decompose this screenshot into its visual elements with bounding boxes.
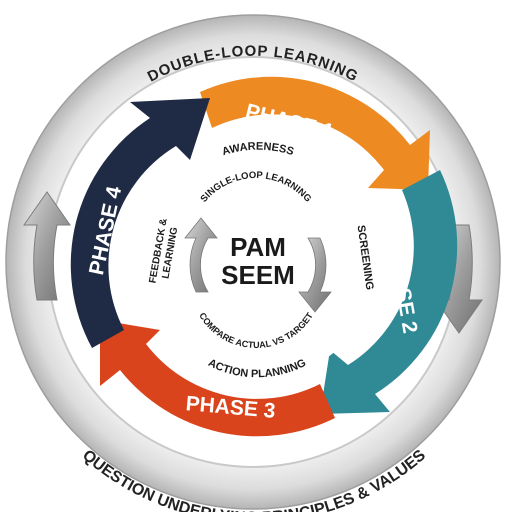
inner-disc <box>140 144 376 380</box>
single-loop-arrow-left <box>184 217 218 293</box>
center-title-line2: SEEM <box>221 260 295 290</box>
single-loop-arrow-right <box>298 237 332 313</box>
phase-3-arrow <box>100 320 335 437</box>
phase-2-arrow <box>320 170 458 414</box>
phase-4-arrow <box>70 98 210 348</box>
single-loop-arrows <box>184 217 332 313</box>
phase-arrows <box>70 76 458 437</box>
double-loop-arrow-left <box>23 191 71 301</box>
center-title-line1: PAM <box>230 232 286 262</box>
phase-1-arrow <box>200 76 430 190</box>
double-loop-arrows <box>23 191 483 334</box>
awareness-label: AWARENESS <box>221 141 295 158</box>
